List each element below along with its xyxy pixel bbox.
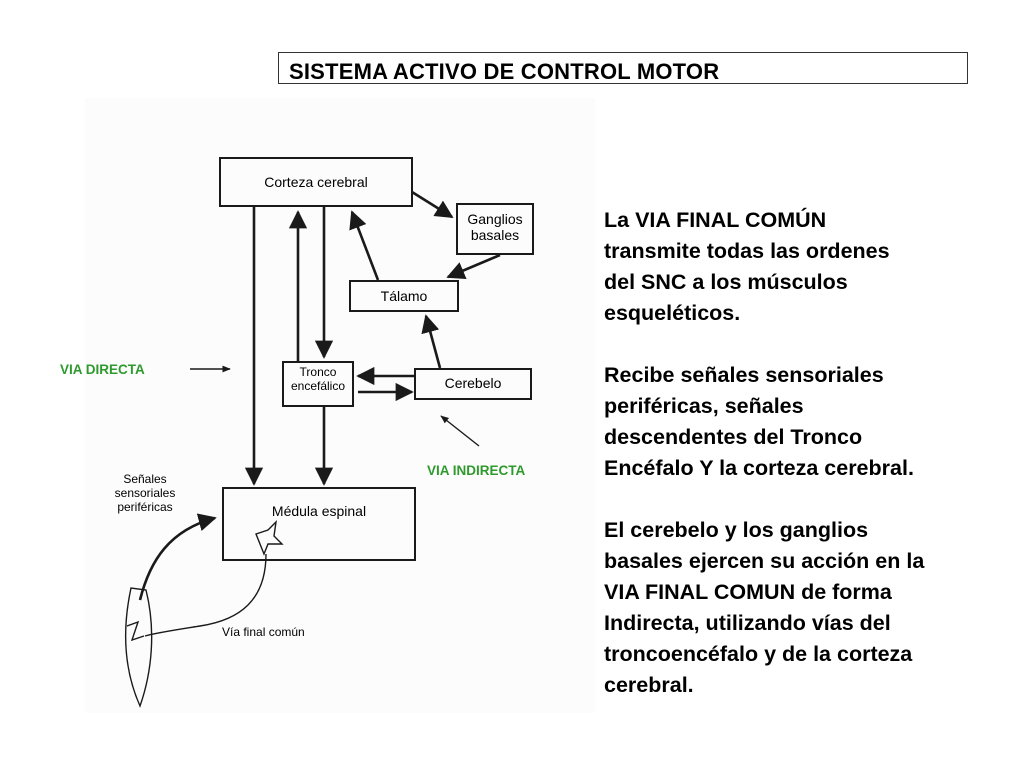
paragraph-via-final: La VIA FINAL COMÚN transmite todas las o… <box>604 208 890 325</box>
pointer-via-indirecta <box>440 415 480 447</box>
corteza-label: Corteza cerebral <box>264 174 368 190</box>
via-indirecta-label: VIA INDIRECTA <box>427 463 526 478</box>
via-final-label: Vía final común <box>222 625 305 639</box>
arrow-talamo-corteza <box>349 210 380 281</box>
paragraph-cerebelo: El cerebelo y los ganglios basales ejerc… <box>604 518 925 697</box>
talamo-label: Tálamo <box>380 288 428 304</box>
ganglios-label: Ganglios basales <box>467 211 523 244</box>
arrow-senales-medula <box>138 513 217 601</box>
paragraph-senales: Recibe señales sensoriales periféricas, … <box>604 363 914 480</box>
muscle-shape <box>124 587 153 708</box>
corteza-box <box>219 157 413 207</box>
arrow-ganglios-talamo <box>446 253 501 279</box>
via-directa-label: VIA DIRECTA <box>60 362 145 377</box>
tronco-box <box>282 361 354 407</box>
cerebelo-box <box>414 368 532 400</box>
page-title: SISTEMA ACTIVO DE CONTROL MOTOR <box>289 59 720 84</box>
final-common-path-line <box>144 553 267 637</box>
explanation-text: La VIA FINAL COMÚN transmite todas las o… <box>604 205 1004 701</box>
ganglios-box <box>456 203 534 255</box>
talamo-box <box>349 280 459 312</box>
arrow-corteza-ganglios <box>411 190 454 219</box>
tronco-label: Tronco encefálico <box>290 365 346 393</box>
muscle-striation <box>126 620 145 642</box>
title-box: SISTEMA ACTIVO DE CONTROL MOTOR <box>278 52 968 84</box>
arrow-cerebelo-talamo <box>421 314 442 369</box>
medula-label: Médula espinal <box>271 503 367 519</box>
cerebelo-label: Cerebelo <box>444 375 502 391</box>
medula-box <box>222 487 416 561</box>
neuron-icon <box>255 520 284 556</box>
senales-label: Señales sensoriales periféricas <box>114 472 176 514</box>
